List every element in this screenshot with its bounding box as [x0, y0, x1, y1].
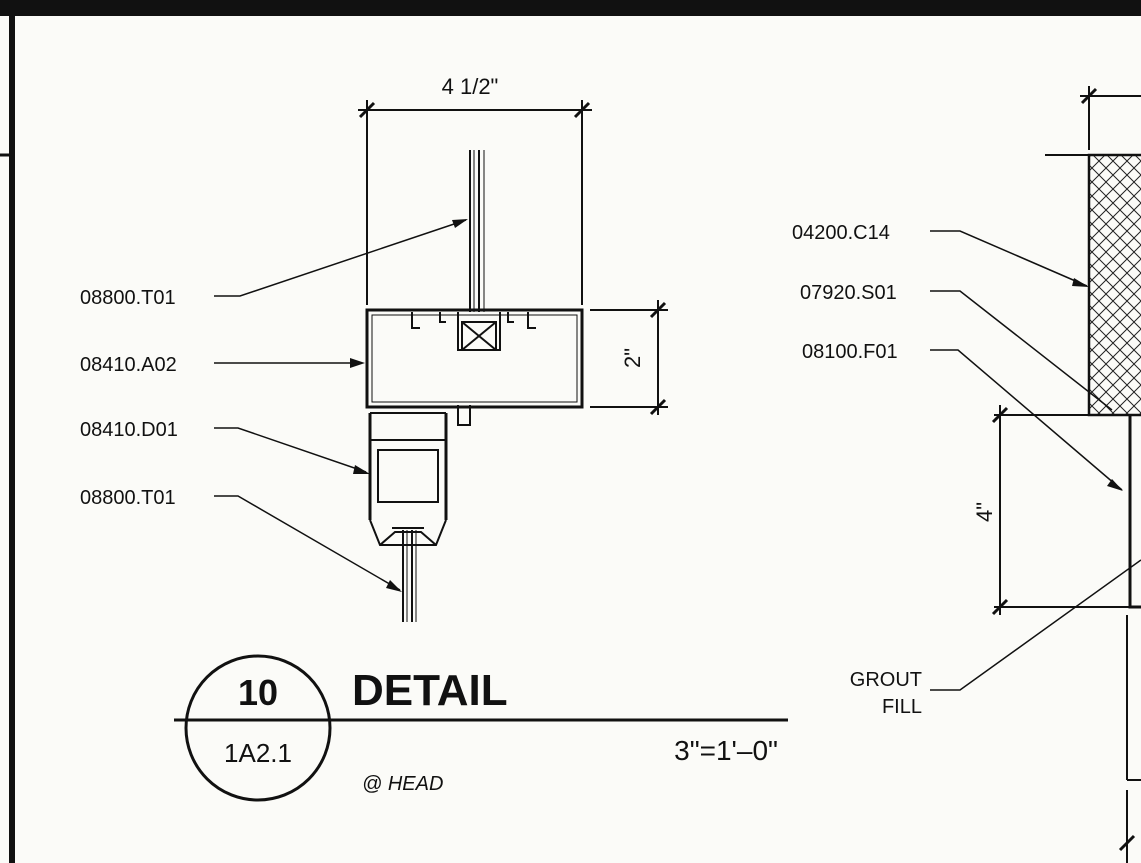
- masonry-wall: [1087, 153, 1141, 417]
- callout-masonry: 04200.C14: [792, 222, 890, 244]
- detail-bubble: [184, 654, 332, 802]
- callout-sealant: 07920.S01: [800, 282, 897, 304]
- glazing-upper: [469, 150, 485, 312]
- dim-frame-height: 2": [620, 348, 645, 368]
- frame-head-section: [365, 308, 584, 426]
- callout-grout-line2: FILL: [882, 696, 922, 718]
- head-detail: [214, 100, 668, 622]
- callout-door-frame: 08410.D01: [80, 419, 178, 441]
- right-arrowheads: [1072, 278, 1123, 491]
- detail-number: 10: [238, 672, 278, 713]
- hm-frame: [1128, 415, 1141, 609]
- detail-title-block: 10 1A2.1 DETAIL 3"=1'–0" @ HEAD: [174, 654, 788, 802]
- door-frame-section: [368, 412, 448, 546]
- callout-frame-head: 08410.A02: [80, 354, 177, 376]
- detail-scale: 3"=1'–0": [674, 735, 778, 766]
- dimension-frame-width: [358, 100, 592, 305]
- sheet-left-border: [9, 16, 15, 863]
- callout-hm-frame: 08100.F01: [802, 341, 898, 363]
- callout-glazing-bottom: 08800.T01: [80, 487, 176, 509]
- sheet-top-border: [0, 0, 1141, 16]
- dim-frame-width: 4 1/2": [442, 74, 499, 99]
- dim-opening-height: 4": [972, 502, 997, 522]
- sill-detail: [930, 86, 1141, 863]
- dimension-frame-height: [590, 300, 668, 416]
- left-leaders: [214, 219, 467, 591]
- left-arrowheads: [350, 219, 468, 592]
- detail-sheet-ref: 1A2.1: [224, 738, 292, 768]
- callout-grout-line1: GROUT: [850, 669, 922, 691]
- glazing-lower: [402, 530, 417, 622]
- right-leaders: [930, 230, 1141, 691]
- callout-glazing-top: 08800.T01: [80, 287, 176, 309]
- detail-title: DETAIL: [352, 666, 508, 715]
- detail-subtitle: @ HEAD: [362, 773, 443, 795]
